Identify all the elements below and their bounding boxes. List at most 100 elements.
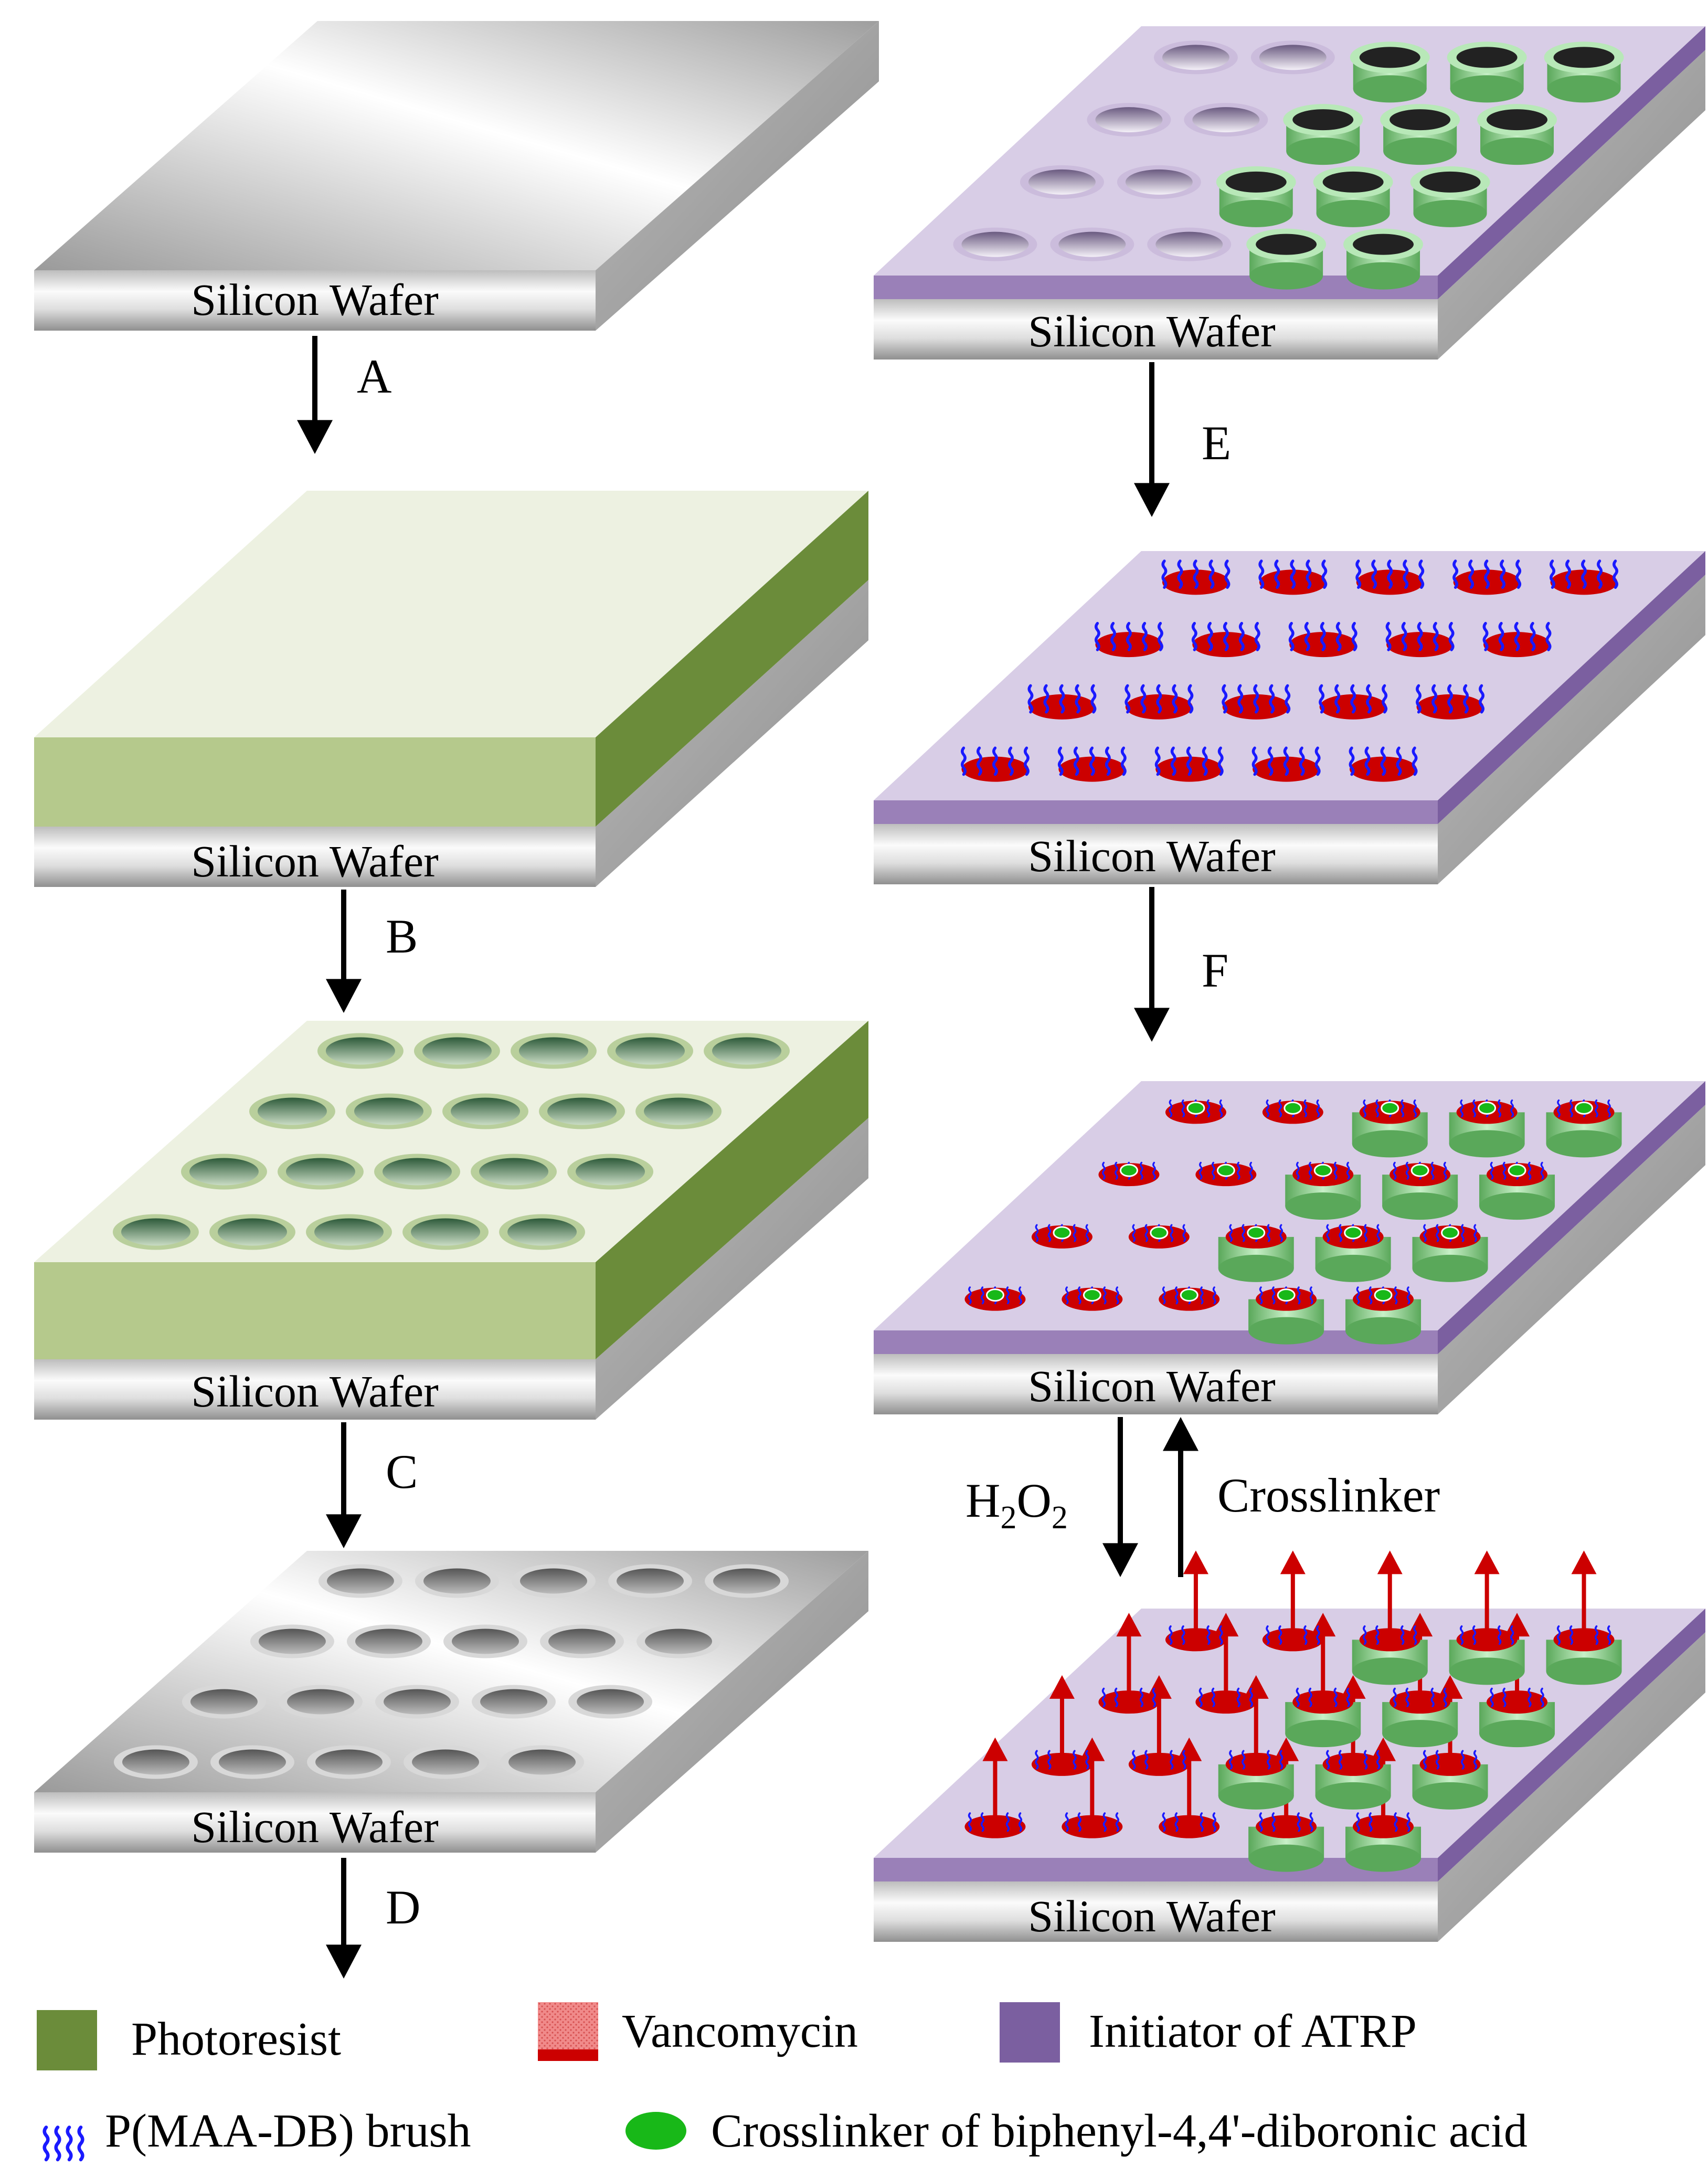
brush-strand	[1510, 1625, 1514, 1645]
brush-strand	[1288, 622, 1295, 651]
brush-strand	[1124, 684, 1131, 714]
vanc-initiator-front	[874, 800, 1438, 824]
brush-strand	[1110, 622, 1116, 651]
brush	[1132, 1224, 1136, 1242]
brush	[1433, 622, 1439, 651]
brush	[1498, 622, 1504, 651]
brush	[1316, 1625, 1320, 1645]
legend-label-photoresist: Photoresist	[131, 2013, 341, 2065]
brush	[1394, 1812, 1398, 1832]
brush	[1236, 1687, 1240, 1707]
brush-strand	[1200, 1812, 1204, 1832]
brush	[1597, 559, 1603, 589]
brush	[1174, 1812, 1179, 1832]
crosslinker-dot	[1283, 1101, 1302, 1115]
hole	[1095, 107, 1163, 133]
brush-strand	[1077, 1812, 1081, 1832]
crosslinker-dot	[1478, 1101, 1497, 1115]
brush-strand	[1095, 622, 1100, 651]
brush-strand	[1254, 622, 1260, 651]
brush	[1550, 559, 1555, 589]
brush-strand	[1530, 622, 1536, 651]
crosslinker-dot	[1374, 1288, 1393, 1302]
brush-strand	[1059, 684, 1065, 714]
brush-strand	[1423, 1224, 1427, 1242]
brush	[1326, 1224, 1330, 1242]
brush	[1309, 1286, 1313, 1305]
brush-strand	[1120, 746, 1127, 776]
brush-strand	[1238, 622, 1245, 651]
brush	[1527, 1161, 1532, 1180]
brush	[1144, 1224, 1149, 1242]
brush-strand	[1229, 1750, 1233, 1770]
hole	[1192, 107, 1260, 133]
brush	[1363, 1099, 1367, 1118]
brush	[1139, 1687, 1144, 1707]
brush	[1498, 1099, 1501, 1118]
release-arrow-head	[1280, 1550, 1306, 1574]
brush	[1443, 1161, 1447, 1180]
brush	[1193, 559, 1199, 589]
crosslinker-dot	[1119, 1164, 1138, 1177]
brush-strand	[1278, 1099, 1282, 1118]
pillar-base	[1345, 1317, 1421, 1345]
pillar-base	[1479, 1192, 1555, 1220]
brush	[1085, 1750, 1089, 1770]
release-arrow-head	[1340, 1675, 1366, 1699]
brush	[1170, 746, 1176, 776]
wafer-label-4: Silicon Wafer	[191, 1802, 439, 1852]
brush	[1217, 746, 1224, 776]
brush-strand	[1285, 684, 1291, 714]
brush	[1371, 559, 1377, 589]
pillar-base	[1449, 1130, 1525, 1158]
brush	[1498, 1625, 1502, 1645]
arrow-crosslinker-head	[1163, 1417, 1198, 1451]
brush-strand	[1308, 1687, 1312, 1707]
crosslinker-dot	[1277, 1288, 1296, 1302]
brush-strand	[1321, 559, 1328, 589]
brush-strand	[1115, 1812, 1119, 1832]
rel-wafer-side	[1438, 1632, 1705, 1942]
brush	[1460, 1099, 1463, 1118]
crosslinker-dot	[1508, 1164, 1526, 1177]
hole	[412, 1749, 480, 1775]
brush	[1527, 1687, 1532, 1707]
brush-strand	[1460, 1099, 1463, 1118]
brush	[1368, 1286, 1373, 1305]
brush	[1468, 559, 1474, 589]
brush-strand	[1418, 559, 1425, 589]
crosslinker-dot	[1216, 1164, 1235, 1177]
brush-strand	[1102, 1812, 1107, 1832]
brush	[1207, 622, 1213, 651]
brush	[1448, 622, 1455, 651]
brush	[1278, 1099, 1282, 1118]
brush-strand	[1170, 1750, 1174, 1770]
brush	[1406, 1286, 1410, 1305]
hole	[257, 1097, 327, 1125]
brush-strand	[1267, 746, 1274, 776]
brush	[1266, 1625, 1270, 1645]
brush	[1259, 1812, 1263, 1832]
brush-strand	[1018, 1812, 1023, 1832]
brush	[977, 746, 982, 776]
brush	[1290, 559, 1296, 589]
brush-strand	[1278, 1625, 1282, 1645]
legend-label-vancomycin: Vancomycin	[622, 2005, 858, 2057]
brush-strand	[1406, 1286, 1410, 1305]
brush	[1115, 1161, 1118, 1180]
brush-strand	[1219, 1625, 1223, 1645]
step-label-e: E	[1202, 416, 1231, 470]
brush-strand	[1208, 559, 1215, 589]
brush-strand	[1393, 1161, 1397, 1180]
brush	[1394, 1286, 1398, 1305]
hole	[217, 1218, 287, 1246]
brush-strand	[1182, 1224, 1186, 1242]
brush	[1222, 684, 1228, 714]
hole	[1162, 45, 1229, 70]
brush-strand	[1364, 1750, 1368, 1770]
brush-strand	[1472, 1625, 1477, 1645]
wafer-label-1: Silicon Wafer	[191, 274, 439, 325]
brush-strand	[1181, 1625, 1185, 1645]
hole	[519, 1037, 588, 1065]
brush	[1431, 684, 1437, 714]
